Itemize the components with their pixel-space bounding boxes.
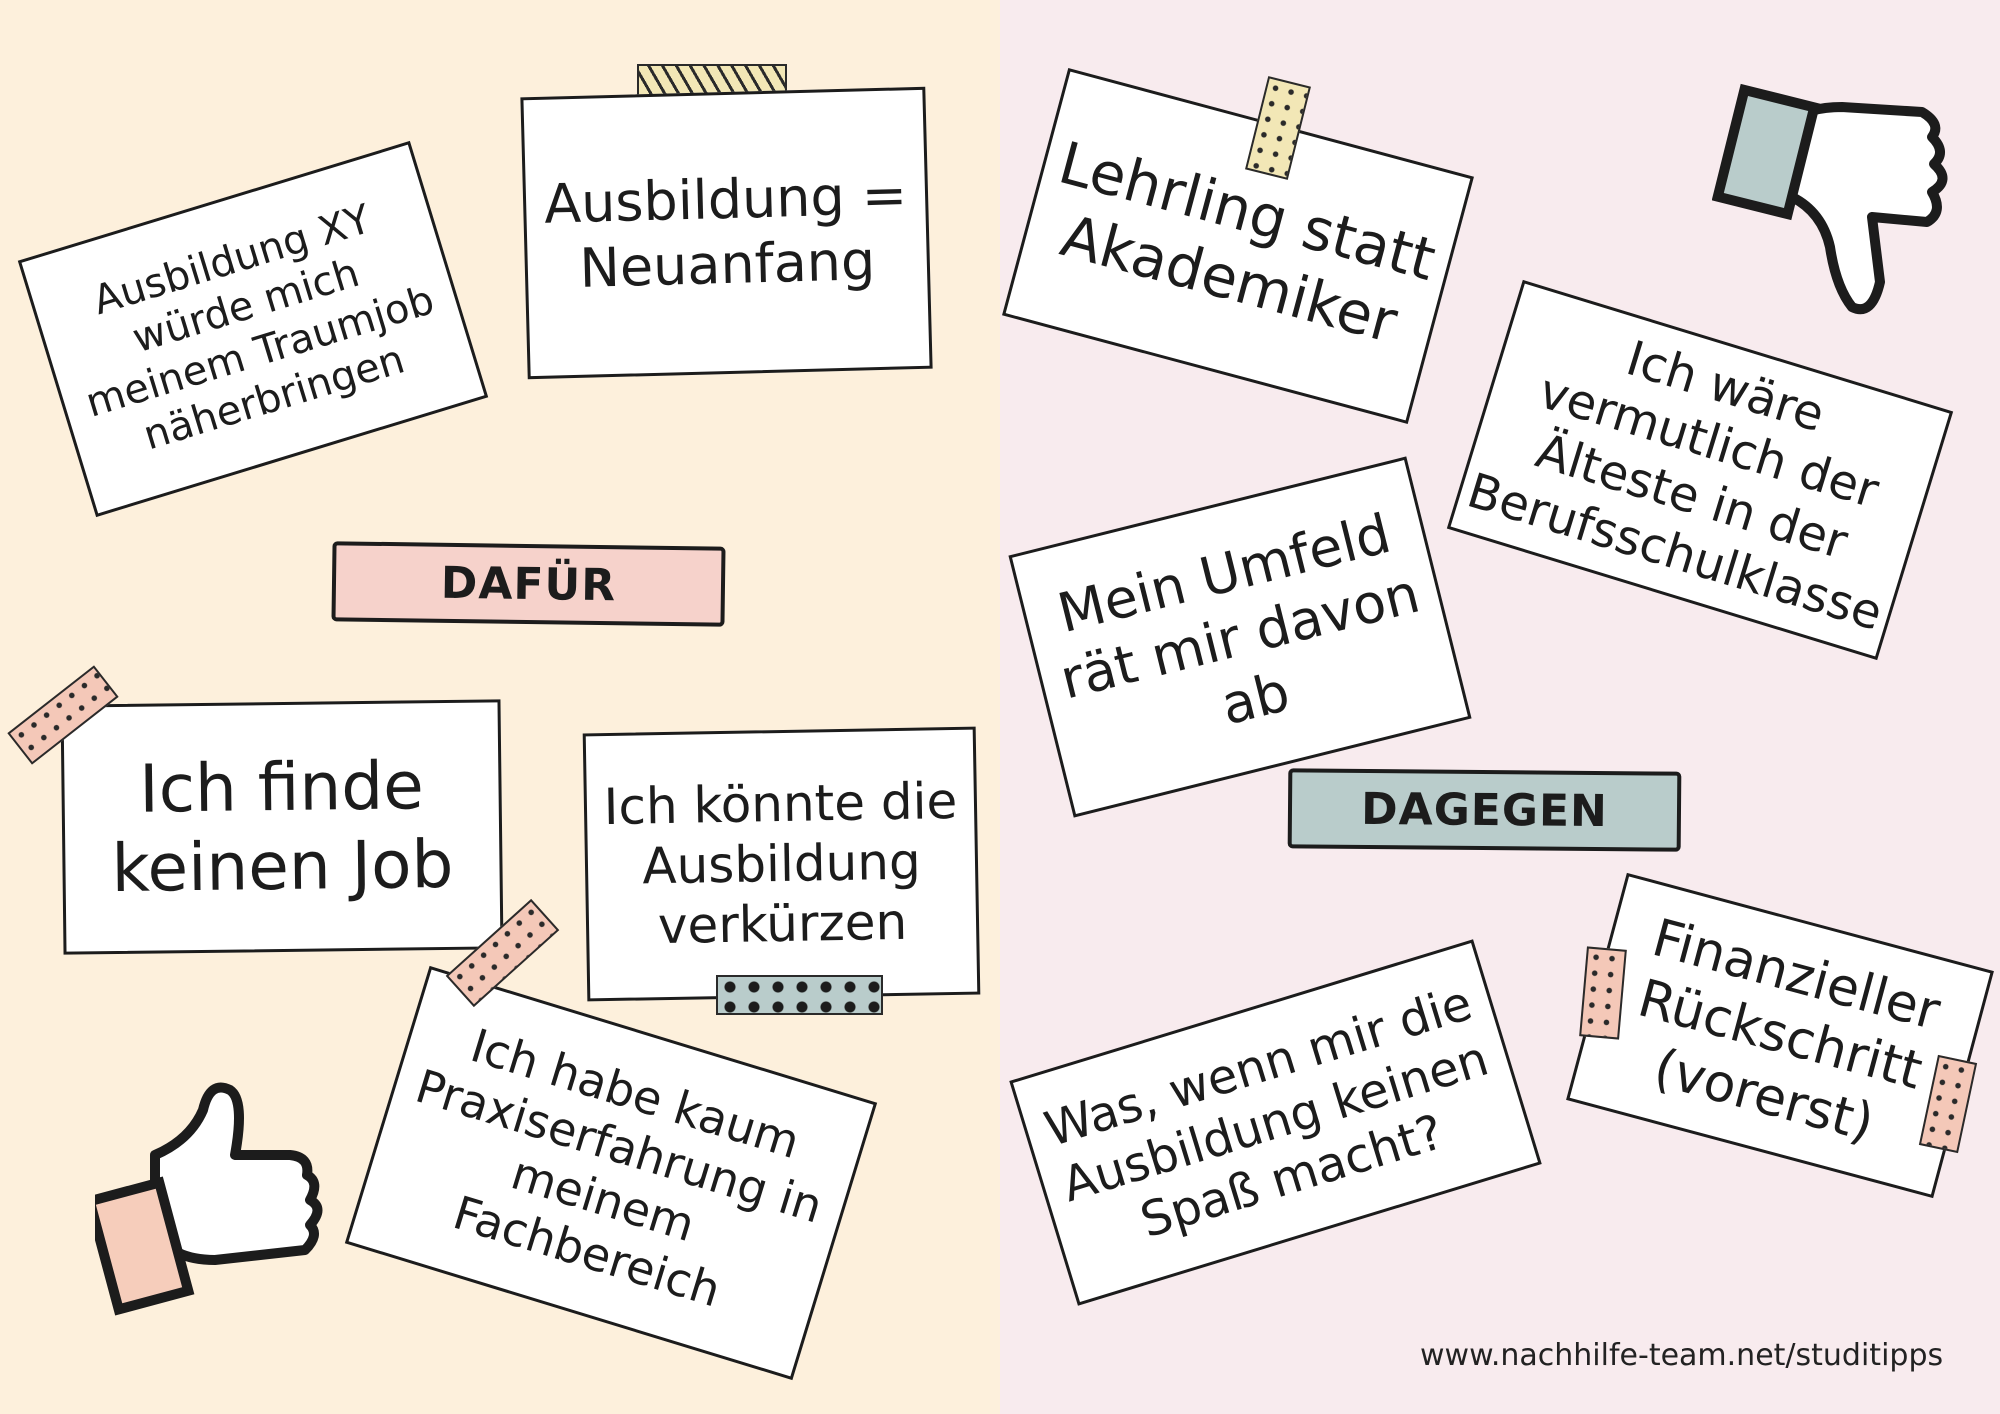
contra-label-text: DAGEGEN bbox=[1360, 783, 1609, 837]
pro-label-text: DAFÜR bbox=[440, 557, 617, 611]
washi-tape-pink-3 bbox=[1579, 946, 1627, 1040]
source-url[interactable]: www.nachhilfe-team.net/studitipps bbox=[1420, 1338, 1944, 1373]
contra-label: DAGEGEN bbox=[1287, 768, 1682, 852]
washi-tape-teal-dots bbox=[716, 975, 883, 1015]
pro-card-kein-job: Ich finde keinen Job bbox=[60, 699, 504, 955]
pro-card-kein-job-text: Ich finde keinen Job bbox=[111, 747, 454, 908]
pro-label: DAFÜR bbox=[331, 541, 726, 627]
contra-card-umfeld-text: Mein Umfeld rät mir davon ab bbox=[1051, 501, 1426, 738]
thumbs-down-icon bbox=[1711, 82, 1952, 332]
pro-card-verkuerzen: Ich könnte die Ausbildung verkürzen bbox=[582, 726, 981, 1002]
contra-card-rueckschritt-text: Finanzieller Rückschritt (vorerst) bbox=[1631, 907, 1947, 1154]
thumbs-up-icon bbox=[83, 1070, 335, 1320]
pro-card-verkuerzen-text: Ich könnte die Ausbildung verkürzen bbox=[603, 771, 958, 956]
pro-card-neuanfang: Ausbildung = Neuanfang bbox=[520, 86, 933, 380]
pro-card-neuanfang-text: Ausbildung = Neuanfang bbox=[543, 163, 908, 300]
contra-card-lehrling-text: Lehrling statt Akademiker bbox=[1052, 128, 1443, 357]
